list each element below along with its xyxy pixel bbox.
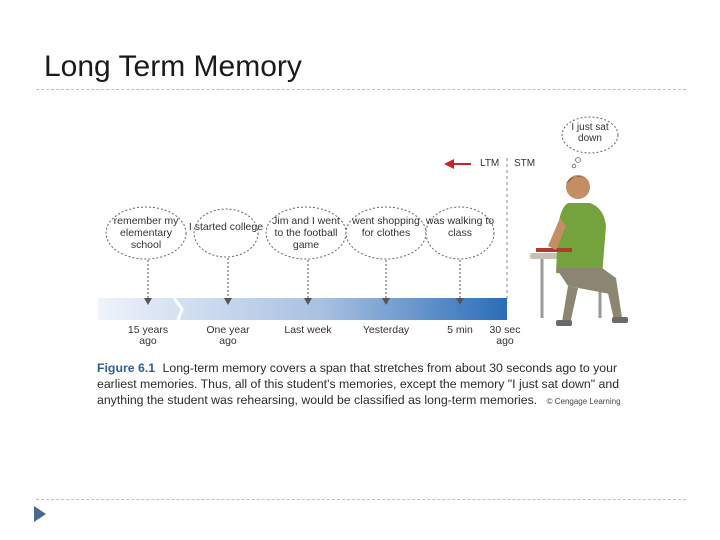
memory-text-5: was walking to class [422,215,498,239]
student-head [566,175,590,199]
timeline-bar [98,298,507,320]
memory-text-4: went shopping for clothes [348,215,424,239]
footer-divider [36,499,686,500]
tick-label-3: Last week [278,325,338,336]
tick-label-4: Yesterday [356,325,416,336]
student-pants [556,268,616,294]
ltm-arrow-head [444,159,454,169]
caption-credit: © Cengage Learning [547,397,621,406]
next-slide-triangle-icon [34,506,46,522]
stm-label: STM [514,158,535,169]
ltm-label: LTM [480,158,499,169]
tick-label-last: 30 sec ago [480,325,530,347]
caption-text: Long-term memory covers a span that stre… [97,361,619,407]
student-figure [530,175,628,326]
tick-label-2: One year ago [198,325,258,347]
tick-label-1: 15 years ago [118,325,178,347]
slide-title: Long Term Memory [44,50,302,84]
memory-text-3: Jim and I went to the football game [268,215,344,251]
student-shirt [556,203,606,276]
student-thought-text: I just sat down [562,122,618,144]
figure-number: Figure 6.1 [97,361,155,375]
memory-text-1: remember my elementary school [108,215,184,251]
title-divider [36,89,686,90]
memory-text-2: I started college [188,221,264,233]
figure-caption: Figure 6.1 Long-term memory covers a spa… [97,360,627,410]
